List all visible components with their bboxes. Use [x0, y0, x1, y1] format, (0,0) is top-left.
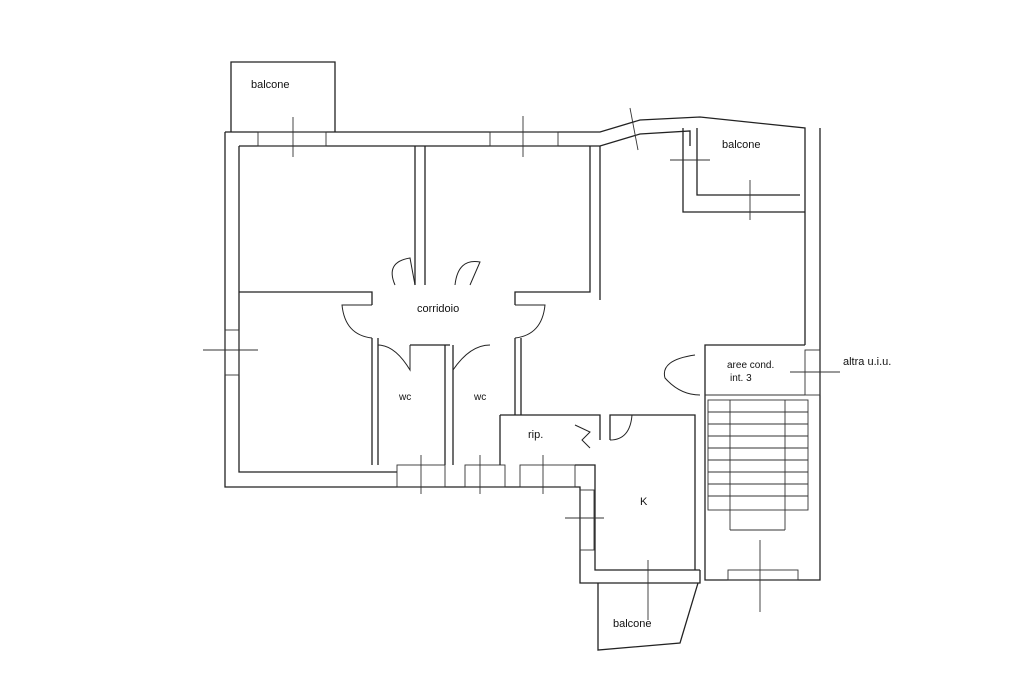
label-wc-1: wc: [398, 392, 411, 403]
staircase: [707, 399, 809, 612]
outer-walls: [203, 116, 806, 584]
label-corridoio: corridoio: [417, 303, 459, 315]
wc-rooms: [371, 338, 522, 494]
label-balcone-top-left: balcone: [251, 79, 290, 91]
label-altra-ui: altra u.i.u.: [843, 356, 891, 368]
kitchen: [565, 414, 700, 571]
ripostiglio: [499, 414, 601, 494]
balcony-top-right: [629, 107, 805, 220]
balcony-top-left: [230, 61, 336, 157]
label-kitchen: K: [640, 496, 648, 508]
label-balcone-top-right: balcone: [722, 139, 761, 151]
label-int-3: int. 3: [730, 373, 752, 384]
label-aree-cond: aree cond.: [727, 360, 774, 371]
rooms-upper: [239, 116, 601, 305]
label-rip: rip.: [528, 429, 543, 441]
label-balcone-bottom: balcone: [613, 618, 652, 630]
balcony-bottom: [597, 560, 699, 651]
right-walls: [663, 128, 840, 581]
label-wc-2: wc: [473, 392, 486, 403]
